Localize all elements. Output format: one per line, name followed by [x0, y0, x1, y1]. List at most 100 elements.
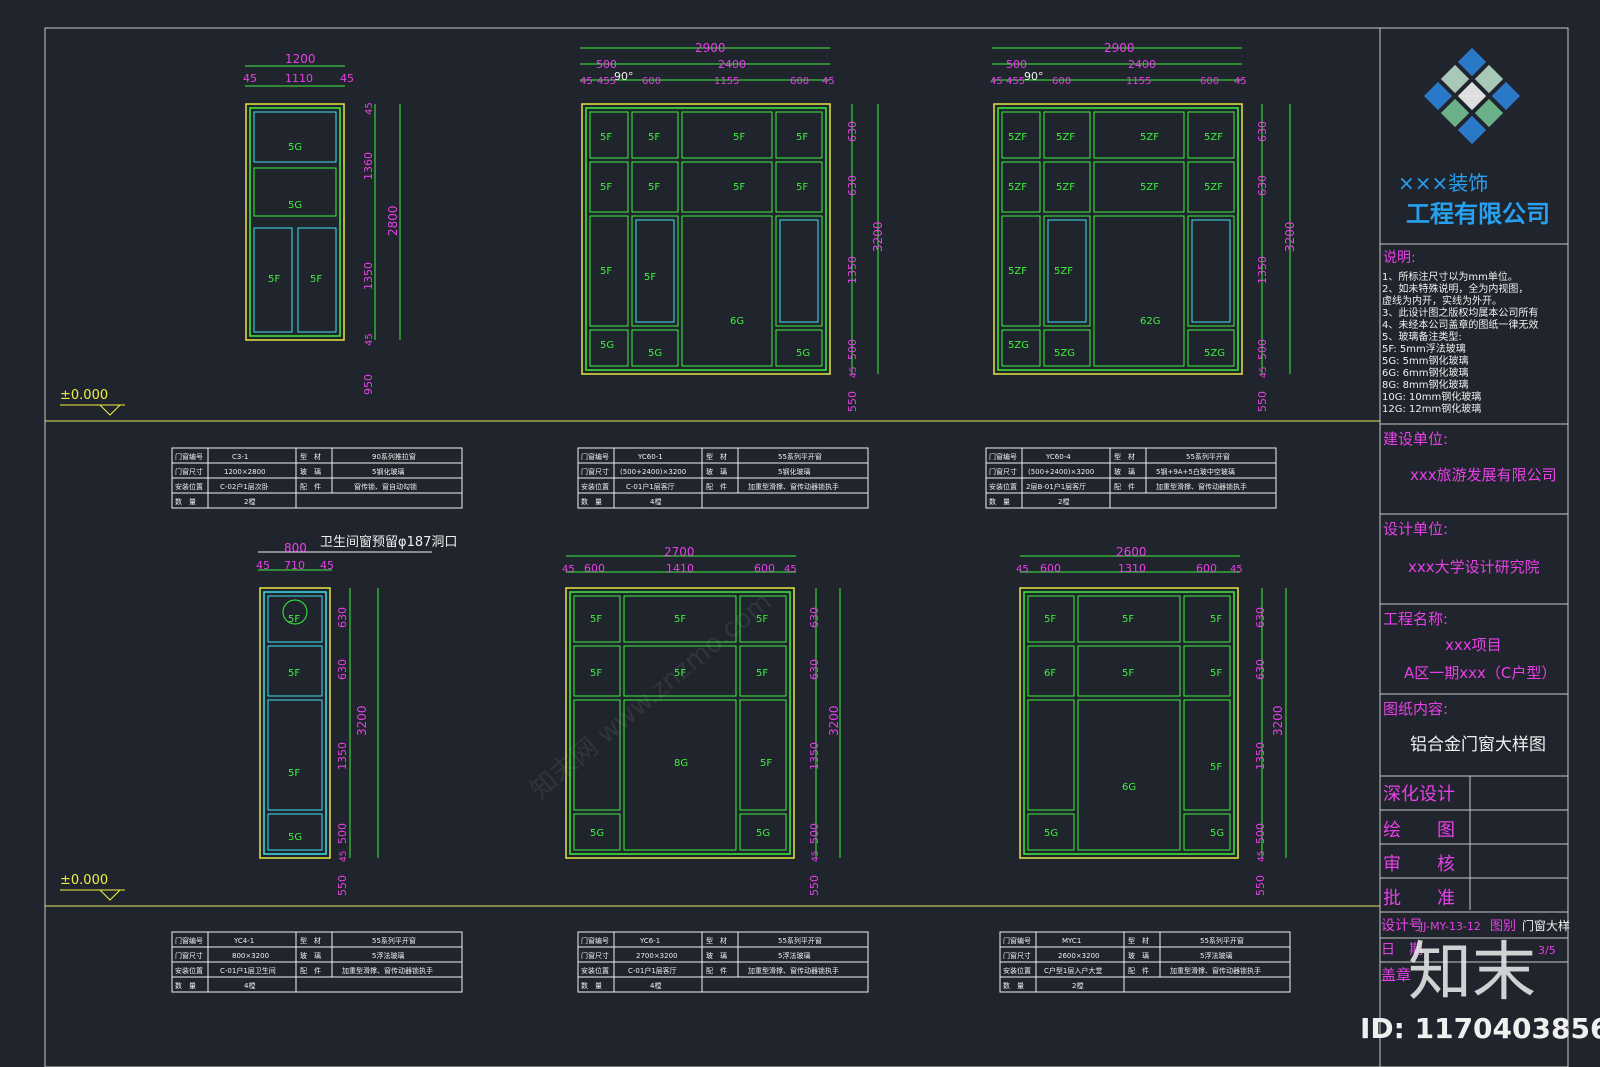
svg-text:数 量: 数 量 [581, 497, 602, 506]
svg-text:C户型1层入户大堂: C户型1层入户大堂 [1044, 966, 1102, 975]
glass-label: 5F [733, 132, 745, 143]
dim-part: 45 [256, 559, 270, 572]
svg-text:配 件: 配 件 [300, 482, 321, 491]
watermark-brand: 知末 [1408, 936, 1536, 1010]
project-value-1: xxx项目 [1445, 636, 1502, 654]
glass-label: 5F [1044, 614, 1056, 625]
dim-part: 45 [784, 564, 797, 575]
dim-sill: 550 [846, 391, 859, 412]
company-name-line2: 工程有限公司 [1406, 200, 1550, 228]
design-no-value: JJ-MY-13-12 [1419, 920, 1481, 933]
dim-height-part: 500 [1254, 823, 1267, 844]
svg-text:YC6-1: YC6-1 [639, 937, 660, 945]
dim-height-part: 1350 [846, 256, 859, 284]
svg-text:C3-1: C3-1 [232, 453, 248, 461]
svg-text:加重型滑撑、窗传动器锁执手: 加重型滑撑、窗传动器锁执手 [748, 482, 839, 491]
svg-text:门窗尺寸: 门窗尺寸 [1003, 951, 1031, 960]
svg-text:数 量: 数 量 [1003, 981, 1024, 990]
glass-label: 6F [1044, 668, 1056, 679]
glass-label: 5ZF [1008, 132, 1027, 143]
svg-text:C-01户1层卫生间: C-01户1层卫生间 [220, 966, 276, 975]
dim-height-part: 45 [364, 333, 375, 346]
svg-text:加重型滑撑、窗传动器锁执手: 加重型滑撑、窗传动器锁执手 [1156, 482, 1247, 491]
window-elevation-3: 5ZF 5ZF 5ZF 5ZF 5ZF 5ZF 5ZF 5ZF 5ZF 5ZF … [990, 41, 1297, 412]
glass-label: 5G [288, 200, 302, 211]
drawing-no-label: 图别 [1490, 919, 1516, 934]
dim-height-part: 45 [1259, 367, 1269, 378]
svg-text:玻 璃: 玻 璃 [300, 951, 321, 960]
dim-height-part: 1350 [808, 742, 821, 770]
glass-label: 5F [756, 668, 768, 679]
dim-height-part: 630 [846, 175, 859, 196]
designer-value: xxx大学设计研究院 [1408, 558, 1540, 576]
svg-text:4樘: 4樘 [650, 981, 661, 990]
svg-text:55系列平开窗: 55系列平开窗 [778, 936, 822, 945]
svg-text:55系列平开窗: 55系列平开窗 [778, 452, 822, 461]
client-label: 建设单位: [1383, 430, 1448, 448]
svg-text:数 量: 数 量 [989, 497, 1010, 506]
svg-text:YC4-1: YC4-1 [233, 937, 254, 945]
svg-text:门窗尺寸: 门窗尺寸 [175, 467, 203, 476]
dim-height-total: 3200 [355, 705, 369, 736]
svg-text:2700×3200: 2700×3200 [636, 952, 678, 960]
glass-label: 5ZF [1204, 182, 1223, 193]
svg-text:(500+2400)×3200: (500+2400)×3200 [620, 468, 686, 476]
note-line: 虚线为内开，实线为外开。 [1382, 294, 1502, 307]
note-line: 4、未经本公司盖章的图纸一律无效 [1382, 318, 1538, 331]
dim-part: 600 [1052, 76, 1071, 87]
dim-part: 455 [1006, 76, 1025, 87]
note-line: 5、玻璃备注类型: [1382, 330, 1462, 343]
dim-height-part: 45 [811, 851, 821, 862]
svg-text:4樘: 4樘 [244, 981, 255, 990]
glass-label: 5ZF [1056, 132, 1075, 143]
glass-label: 5F [310, 274, 322, 285]
company-logo [1423, 47, 1521, 145]
dim-part: 600 [1196, 562, 1217, 575]
dim-height-part: 630 [336, 607, 349, 628]
dim-width: 2600 [1116, 545, 1147, 559]
svg-text:门窗尺寸: 门窗尺寸 [175, 951, 203, 960]
glass-label: 5F [600, 132, 612, 143]
note-line: 3、此设计图之版权均属本公司所有 [1382, 306, 1538, 319]
dim-part: 1155 [714, 76, 739, 87]
svg-text:2樘: 2樘 [244, 497, 255, 506]
dim-height-part: 1350 [1256, 256, 1269, 284]
dim-height-part: 45 [849, 367, 859, 378]
dim-part: 45 [320, 559, 334, 572]
glass-label: 6G [730, 316, 744, 327]
svg-text:5钢化玻璃: 5钢化玻璃 [778, 467, 810, 476]
date-label: 日 期 [1381, 942, 1423, 958]
svg-text:门窗尺寸: 门窗尺寸 [581, 951, 609, 960]
notes-title: 说明: [1383, 250, 1416, 266]
project-label: 工程名称: [1383, 610, 1448, 628]
window-elevation-6: 5F 5F 5F 6F 5F 5F 6G 5F 5G 5G 2600 45 60… [1016, 545, 1287, 896]
note-line: 6G: 6mm钢化玻璃 [1382, 366, 1469, 379]
svg-text:C-01户1层客厅: C-01户1层客厅 [626, 482, 675, 491]
dim-part: 1310 [1118, 562, 1146, 575]
svg-text:门窗编号: 门窗编号 [175, 452, 203, 461]
svg-text:4樘: 4樘 [650, 497, 661, 506]
dim-sill: 550 [1254, 875, 1267, 896]
dim-width-part: 45 [340, 72, 354, 85]
svg-text:型 材: 型 材 [706, 936, 727, 945]
dim-height-part: 500 [1256, 339, 1269, 360]
glass-label: 5ZG [1008, 340, 1029, 351]
svg-text:数 量: 数 量 [175, 981, 196, 990]
note-line: 12G: 12mm钢化玻璃 [1382, 402, 1481, 415]
svg-text:C-01户1层客厅: C-01户1层客厅 [628, 966, 677, 975]
svg-text:安装位置: 安装位置 [175, 482, 203, 491]
glass-label: 5ZF [1140, 182, 1159, 193]
level-mark-bottom: ±0.000 [45, 873, 1380, 907]
content-value: 铝合金门窗大样图 [1410, 735, 1546, 755]
dim-height-part: 45 [1257, 851, 1267, 862]
dim-height-part: 1350 [362, 262, 375, 290]
svg-text:门窗编号: 门窗编号 [581, 452, 609, 461]
glass-label: 5ZF [1054, 266, 1073, 277]
dim-width: 2900 [695, 41, 726, 55]
dim-height-part: 1350 [336, 742, 349, 770]
glass-label: 5F [600, 182, 612, 193]
